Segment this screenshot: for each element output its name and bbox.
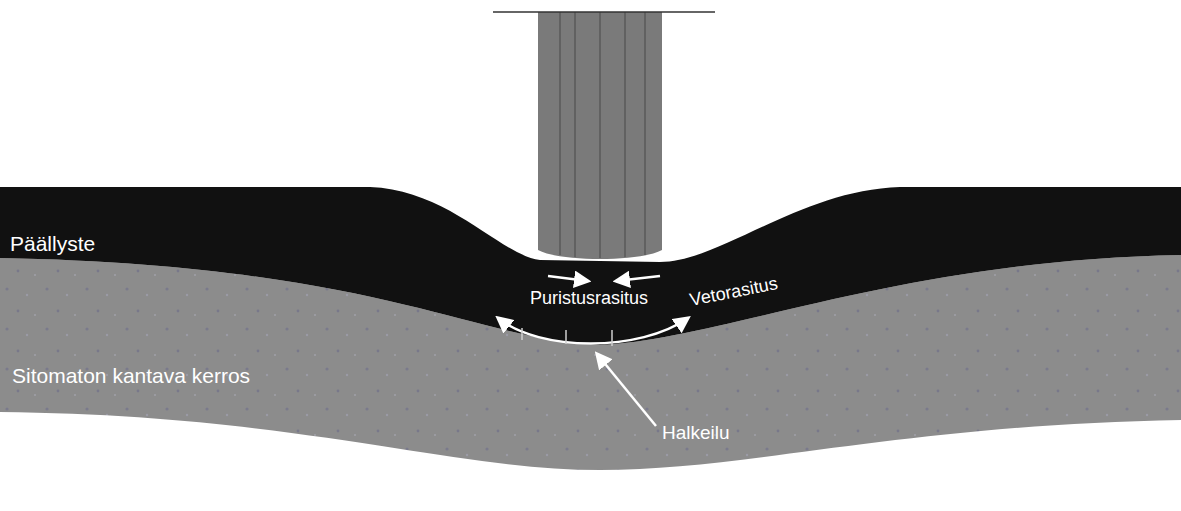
defect-label: Halkeilu <box>662 422 730 444</box>
layer-name: Päällyste <box>10 232 95 256</box>
tyre <box>493 12 715 259</box>
leader-line <box>597 354 656 426</box>
tension-arrow <box>498 318 688 344</box>
stress-label: Puristusrasitus <box>530 288 648 309</box>
cracks <box>522 328 612 346</box>
compression-arrows <box>548 276 660 281</box>
layer-name: Sitomaton kantava kerros <box>12 364 250 388</box>
